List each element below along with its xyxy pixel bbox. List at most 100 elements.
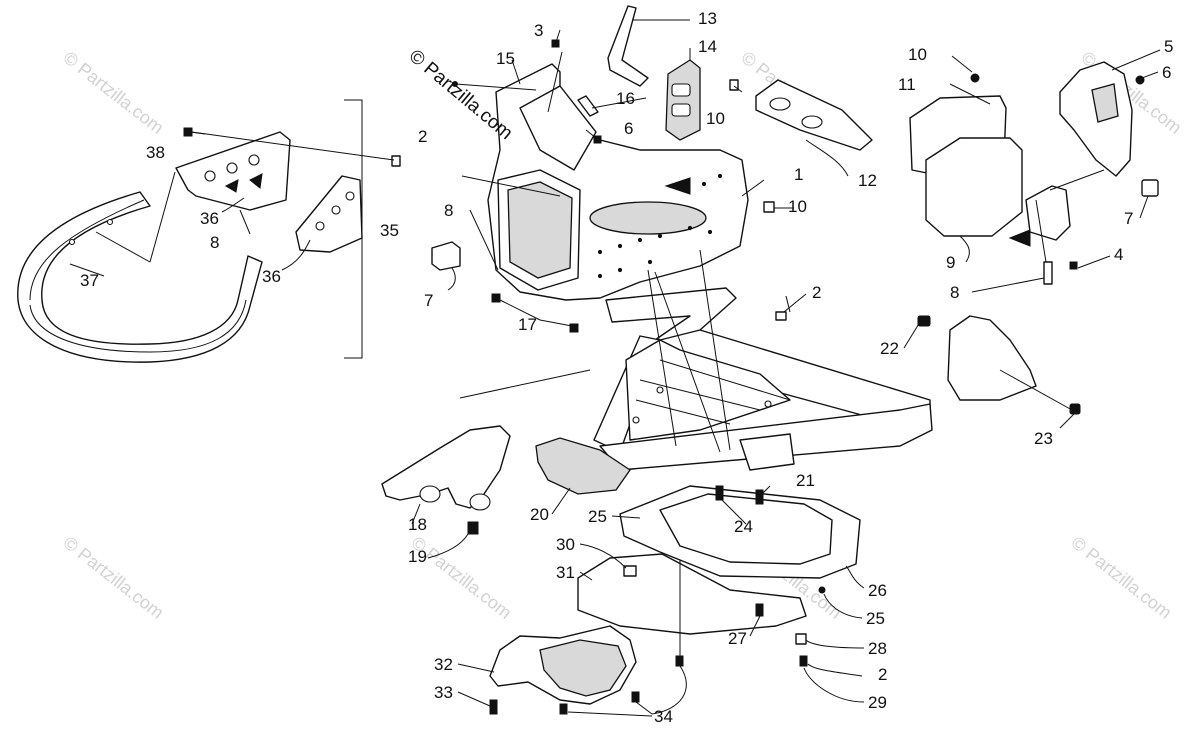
watermark-faint: © Partzilla.com <box>408 532 516 622</box>
bolt-24 <box>715 485 724 501</box>
plate-hole <box>769 97 791 111</box>
leader-line <box>221 197 245 213</box>
bracket-hole <box>315 221 325 231</box>
bracket-plate-4 <box>1025 185 1071 241</box>
callout-8: 8 <box>444 201 453 220</box>
headlight-housing <box>665 59 701 141</box>
leader-line <box>949 83 991 105</box>
callout-19: 19 <box>408 547 427 566</box>
bumper-tube-highlight <box>29 299 247 353</box>
skid-plate-32-guard <box>539 639 627 697</box>
leader-line <box>457 663 495 673</box>
headlight-lens <box>671 83 691 97</box>
leader-line <box>721 499 747 525</box>
leader-line <box>411 503 421 525</box>
callout-6: 6 <box>1162 63 1171 82</box>
leader-line <box>427 533 469 559</box>
bracket-hole <box>226 162 238 174</box>
callout-25: 25 <box>588 507 607 526</box>
callout-30: 30 <box>556 535 575 554</box>
leader-line <box>499 299 541 321</box>
leader-line <box>579 543 627 569</box>
bracket-20 <box>535 437 631 495</box>
support-line <box>654 271 721 453</box>
bolt-head <box>569 323 579 333</box>
callout-13: 13 <box>698 9 717 28</box>
callout-8: 8 <box>210 233 219 252</box>
nut-22 <box>917 315 931 327</box>
front-frame-assembly <box>381 249 1081 559</box>
bolt-29 <box>799 655 808 667</box>
leader-line <box>805 139 849 177</box>
leader-line <box>611 515 641 519</box>
bolt-23 <box>1069 403 1081 415</box>
leader-line <box>741 179 765 197</box>
assembly-bracket-line <box>344 99 363 359</box>
nut-10 <box>970 73 980 83</box>
mount-bore <box>469 493 491 511</box>
callout-21: 21 <box>796 471 815 490</box>
headlight-lens <box>671 103 691 117</box>
callout-27: 27 <box>728 629 747 648</box>
bolt-head <box>491 293 501 303</box>
bolt-34 <box>631 691 640 703</box>
leader-line <box>547 51 563 113</box>
nut-10 <box>763 201 775 213</box>
nut-14 <box>729 79 739 91</box>
callout-28: 28 <box>868 639 887 658</box>
leader-line <box>511 59 521 85</box>
rivet-clip <box>391 155 401 167</box>
bracket-5 <box>1059 61 1133 177</box>
leader-line <box>971 277 1045 293</box>
callout-22: 22 <box>880 339 899 358</box>
frame-hole <box>632 416 640 424</box>
leader-line <box>805 639 865 649</box>
callout-24: 24 <box>734 517 753 536</box>
leader-line <box>845 565 865 589</box>
mount-bore <box>419 485 441 503</box>
frame-detail <box>635 399 731 425</box>
callout-11: 11 <box>898 75 916 94</box>
watermark-faint: © Partzilla.com <box>1068 532 1176 622</box>
bumper-hole <box>106 218 114 226</box>
leader-line <box>903 321 921 349</box>
bracket-hole <box>204 170 216 182</box>
bolt-33 <box>489 699 498 715</box>
leader-line <box>579 571 593 581</box>
bracket-hole <box>331 205 341 215</box>
leader-line <box>1077 255 1111 269</box>
leader-line <box>1035 199 1047 263</box>
bumper-hole <box>68 238 76 246</box>
leader-line <box>1141 71 1159 79</box>
bolt-head <box>551 39 560 48</box>
callout-12: 12 <box>858 171 877 190</box>
rivet-clip <box>775 311 787 321</box>
leader-line <box>585 129 597 139</box>
bolt-34 <box>675 655 684 667</box>
bumper-assembly <box>17 99 401 363</box>
leader-line <box>823 593 863 619</box>
skid-plate-26-inner <box>659 493 833 565</box>
callout-17: 17 <box>518 315 537 334</box>
frame-mount-22 <box>947 315 1037 401</box>
leader-line <box>239 209 251 235</box>
callout-1: 1 <box>794 165 803 184</box>
callout-labels: 3 13 14 15 16 6 10 1 10 12 8 7 17 2 2 38… <box>80 9 1173 726</box>
callout-35: 35 <box>380 221 399 240</box>
callout-23: 23 <box>1034 429 1053 448</box>
callout-32: 32 <box>434 655 453 674</box>
bolt-head <box>1069 261 1078 270</box>
leader-line <box>191 131 395 161</box>
callout-15: 15 <box>496 49 515 68</box>
leader-line <box>149 171 176 263</box>
fastener-19 <box>467 521 479 535</box>
bumper-tube-highlight <box>29 199 145 301</box>
leader-line <box>447 267 456 291</box>
leader-line <box>807 663 863 677</box>
cover-9 <box>925 137 1023 237</box>
leader-line <box>551 487 571 515</box>
bolt-head <box>593 135 602 144</box>
clip-28 <box>795 633 807 645</box>
callout-2: 2 <box>878 665 887 684</box>
